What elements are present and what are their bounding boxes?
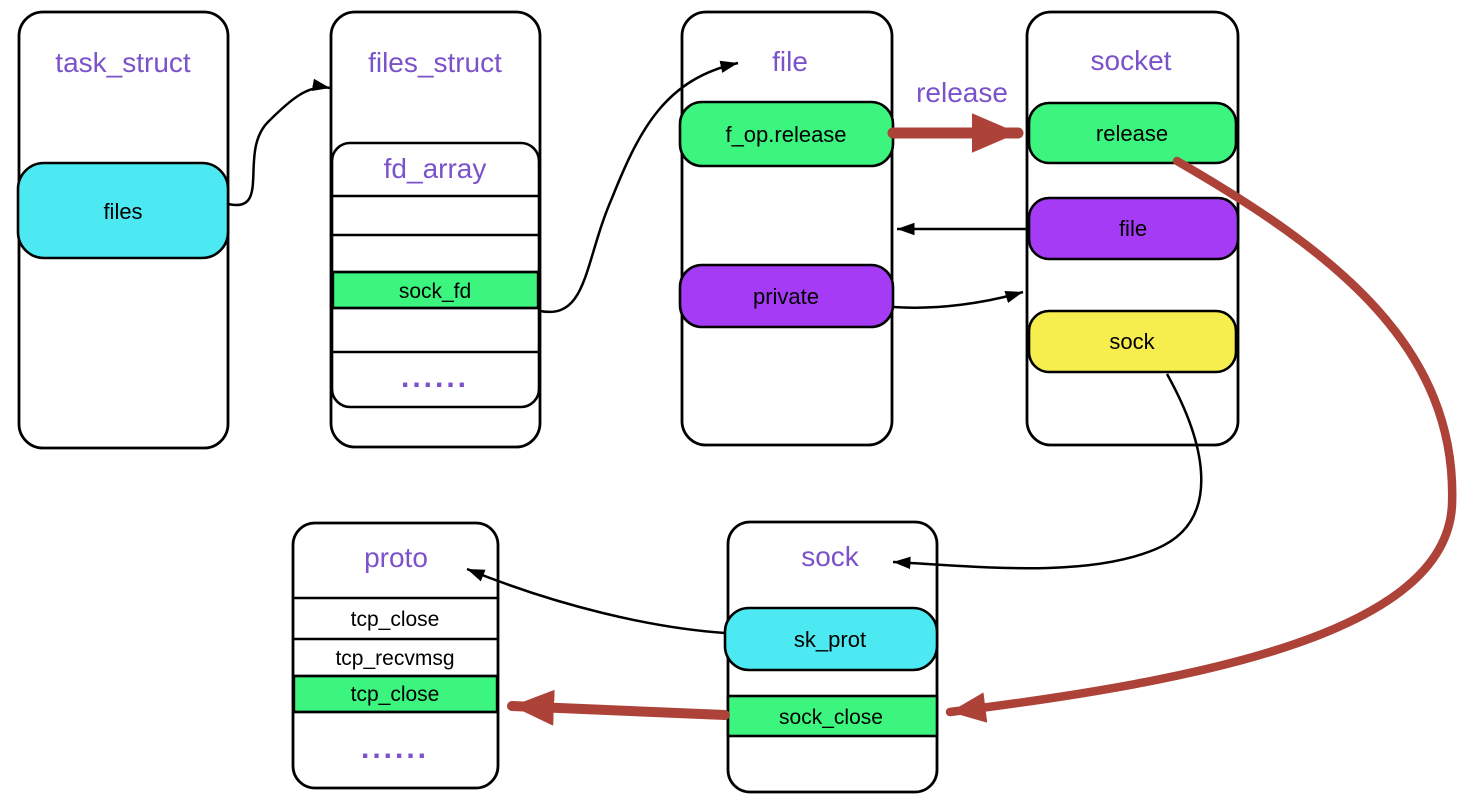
proto-ellipsis: ...... [361,732,429,765]
proto-row-tcp-recvmsg: tcp_recvmsg [335,647,454,670]
sock-fd-label: sock_fd [399,280,471,303]
release-edge-label: release [916,77,1008,108]
sock-close-label: sock_close [779,706,883,729]
socket-sock-field [1027,309,1238,374]
socket-release-field [1027,101,1238,165]
arrow-sk-prot-to-proto [466,567,726,635]
socket-release-label: release [1096,121,1168,146]
proto-box [291,521,500,790]
socket-title: socket [1091,45,1172,76]
sk-prot-field [723,606,939,672]
arrow-private-to-socket [892,290,1024,309]
files-struct-node: files_struct fd_array sock_fd ...... [329,10,542,449]
file-node: file f_op.release private [678,10,895,447]
sock-fd-cell [331,270,540,310]
files-field-label: files [103,199,142,224]
proto-row-tcp-close-highlight: tcp_close [351,683,440,706]
arrow-sock-fd-to-file [539,60,739,314]
task-struct-title: task_struct [55,47,191,78]
f-op-release-label: f_op.release [725,122,846,147]
arrow-files-to-files-struct [227,78,331,207]
proto-row-tcp-close: tcp_close [351,608,440,631]
arrow-socket-sock-to-sock [892,373,1203,570]
private-field [678,263,895,329]
files-field [16,161,230,260]
fd-array-ellipsis: ...... [401,361,469,394]
socket-node: socket release file sock [1025,10,1240,447]
proto-title: proto [364,542,428,573]
arrow-sock-close-to-tcp-close [507,689,730,726]
sk-prot-label: sk_prot [794,627,866,652]
sock-node: sock sk_prot sock_close [723,520,939,794]
sock-title: sock [801,541,860,572]
socket-file-label: file [1119,216,1147,241]
proto-node: proto tcp_close tcp_recvmsg tcp_close ..… [291,521,500,790]
arrow-socket-release-to-sock-close [945,156,1457,723]
files-struct-title: files_struct [368,47,502,78]
socket-sock-label: sock [1109,329,1155,354]
task-struct-node: task_struct files [16,10,230,450]
file-title: file [772,46,808,77]
private-label: private [753,284,819,309]
fd-array-title: fd_array [384,153,487,184]
